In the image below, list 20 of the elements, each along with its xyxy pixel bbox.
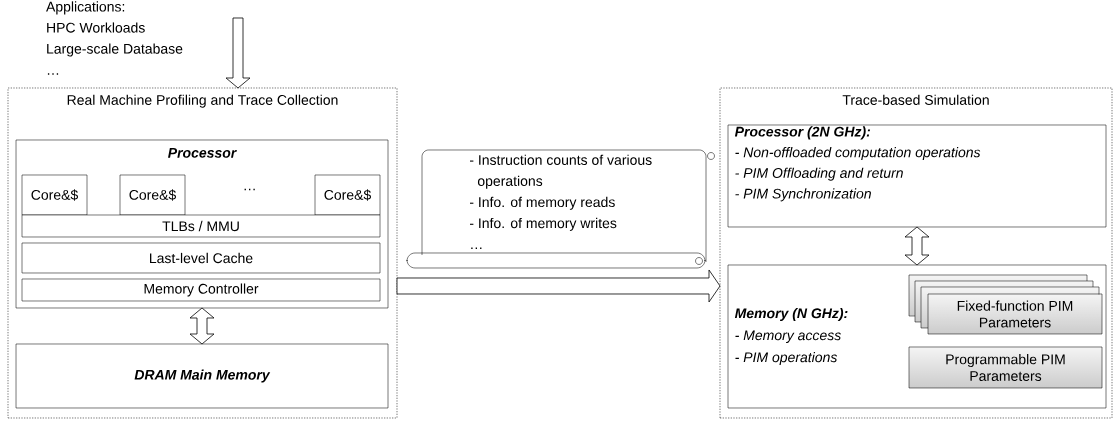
node-label: - Info. of memory reads bbox=[469, 196, 615, 210]
core-box: Core&$ bbox=[314, 174, 381, 216]
block-arrow bbox=[396, 269, 721, 303]
node-label: Parameters bbox=[979, 317, 1051, 328]
parameter-box: Programmable PIM Parameters bbox=[908, 346, 1103, 389]
component-box: Memory Controller bbox=[21, 278, 381, 302]
node-label: - Info. of memory writes bbox=[469, 217, 617, 231]
core-box: Core&$ bbox=[119, 174, 186, 216]
node-label: - Instruction counts of various operations bbox=[469, 154, 652, 189]
parameter-stack: Fixed-function PIM Parameters bbox=[908, 274, 1103, 335]
processor-box: Processor (2N GHz): - Non-offloaded computation operations - PIM Offloading and return - PIM Synchronization bbox=[727, 124, 1107, 228]
memory-box: DRAM Main Memory bbox=[15, 343, 389, 409]
block-arrow bbox=[189, 307, 215, 345]
component-box: Last-level Cache bbox=[21, 242, 381, 274]
block-arrow bbox=[225, 17, 251, 89]
input-list: Applications: HPC Workloads Large-scale Database … bbox=[46, 1, 183, 75]
node-label: … bbox=[471, 247, 482, 250]
block-arrow bbox=[904, 226, 930, 266]
core-box: Core&$ bbox=[21, 174, 88, 216]
scroll: - Instruction counts of various operations - Info. of memory reads - Info. of memory writes … bbox=[406, 149, 715, 269]
